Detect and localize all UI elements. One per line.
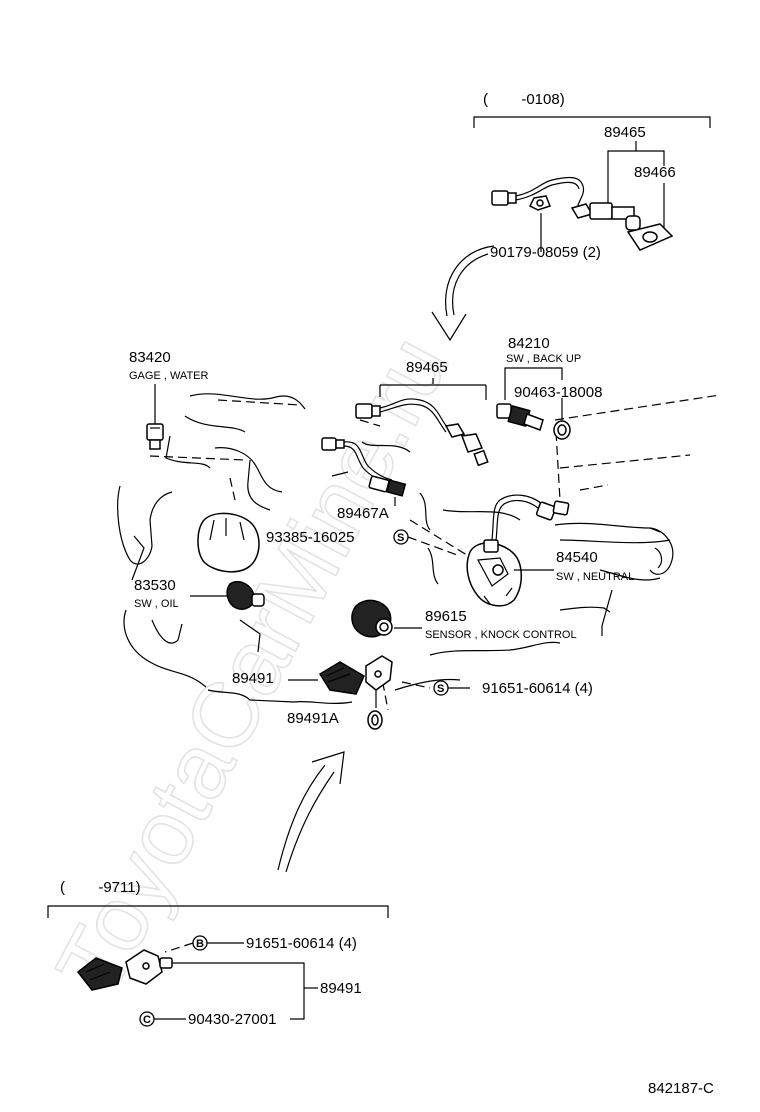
label-89491-main: 89491 <box>232 670 274 687</box>
bottom-bracket <box>47 905 389 918</box>
diagram-code: 842187-C <box>648 1080 714 1097</box>
bottom-section: ( -9711) B 91651-60614 (4) 89491 C 90430… <box>47 879 389 1028</box>
label-89466: 89466 <box>634 164 676 181</box>
label-89465-main: 89465 <box>406 359 448 376</box>
circle-letter-91651-main: S <box>437 683 444 695</box>
neutral-switch-icon <box>466 494 570 607</box>
sensor-89491-bottom-icon <box>76 949 173 991</box>
label-90463: 90463-18008 <box>514 384 602 401</box>
bottom-range-label: ( -9711) <box>60 879 141 896</box>
knock-sensor-icon <box>351 599 393 638</box>
sensor-89491-icon <box>318 655 393 695</box>
o2-sensor-a-icon <box>321 437 407 497</box>
label-90430: 90430-27001 <box>188 1011 276 1028</box>
nut-90179-icon <box>528 195 551 211</box>
arrow-down-icon <box>431 245 495 342</box>
desc-83420: GAGE , WATER <box>129 370 209 382</box>
label-90179: 90179-08059 (2) <box>490 244 601 261</box>
clip-90430-icon: C <box>139 1011 155 1027</box>
label-89467a: 89467A <box>337 505 389 522</box>
label-84210: 84210 <box>508 335 550 352</box>
label-91651-bottom: 91651-60614 (4) <box>246 935 357 952</box>
top-range-label: ( -0108) <box>483 91 565 108</box>
label-89465-top: 89465 <box>604 124 646 141</box>
oil-switch-icon <box>226 580 265 610</box>
top-section: ( -0108) 89465 89466 90179-08059 (2) <box>473 91 711 261</box>
label-83530: 83530 <box>134 577 176 594</box>
bolt-91651-main-icon: S <box>433 680 449 696</box>
label-83420: 83420 <box>129 349 171 366</box>
water-gage-icon <box>146 423 164 450</box>
o2-sensor-main-icon <box>355 398 489 467</box>
label-93385: 93385-16025 <box>266 529 354 546</box>
label-89491a: 89491A <box>287 710 339 727</box>
desc-84210: SW , BACK UP <box>506 353 581 365</box>
o2-sensor-top-icon <box>491 176 641 231</box>
top-bracket <box>473 116 711 128</box>
circle-letter-91651-bottom: B <box>196 938 204 950</box>
label-84540: 84540 <box>556 549 598 566</box>
desc-89615: SENSOR , KNOCK CONTROL <box>425 629 577 641</box>
oring-89491a-icon <box>367 710 383 730</box>
desc-84540: SW , NEUTRAL <box>556 571 634 583</box>
desc-83530: SW , OIL <box>134 598 179 610</box>
label-89491-bottom: 89491 <box>320 980 362 997</box>
label-91651-main: 91651-60614 (4) <box>482 680 593 697</box>
label-89615: 89615 <box>425 608 467 625</box>
circle-letter-90430: C <box>143 1014 151 1026</box>
backup-gasket-icon <box>553 420 571 440</box>
gasket-top-icon <box>626 223 674 251</box>
arrow-up-icon <box>277 751 345 873</box>
engine-outline <box>117 393 721 711</box>
leader-89465-top <box>607 141 637 205</box>
backup-switch-icon <box>496 403 544 431</box>
bolt-93385-icon: S <box>393 529 409 545</box>
bolt-91651-bottom-icon: B <box>192 935 208 951</box>
circle-letter-93385: S <box>397 532 404 544</box>
